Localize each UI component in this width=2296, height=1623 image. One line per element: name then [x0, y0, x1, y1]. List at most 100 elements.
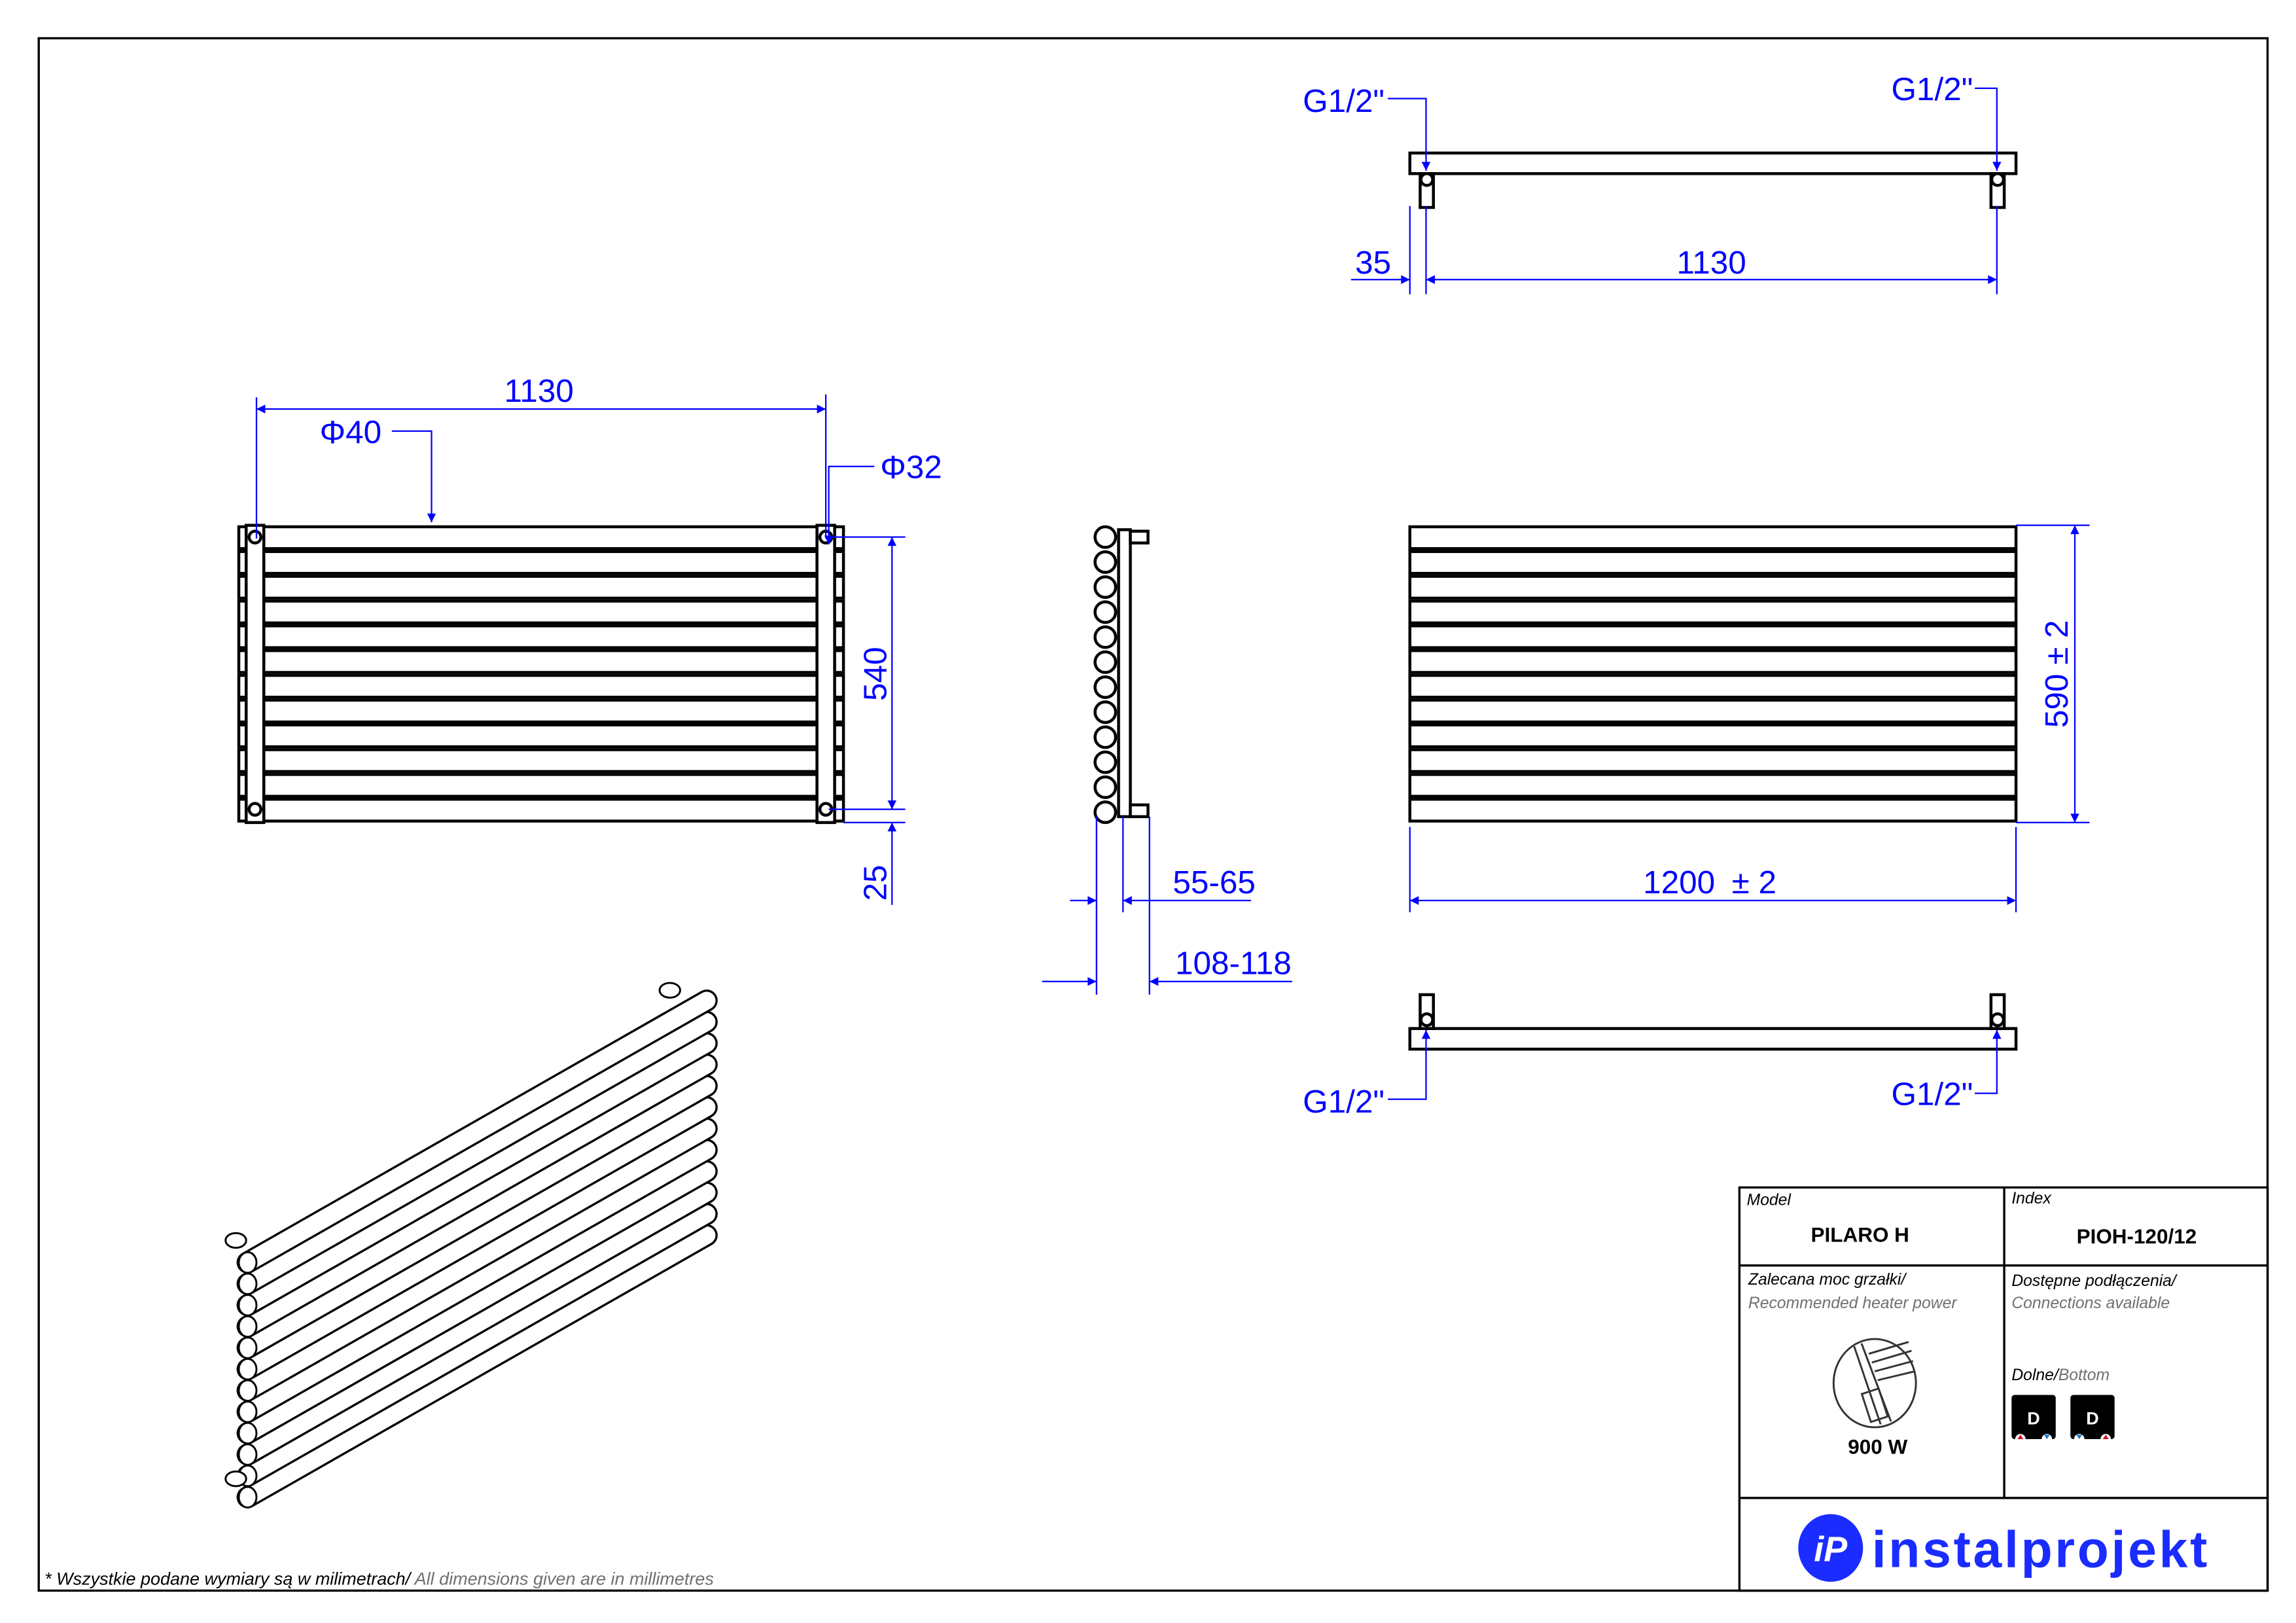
tube	[1408, 698, 2018, 724]
tube-section	[1093, 675, 1118, 699]
tube-body	[238, 1183, 716, 1464]
dim-collector-diameter: Φ32	[880, 450, 942, 486]
top-view: G1/2" G1/2" 35 1130	[1303, 71, 2018, 294]
dim-tube-diameter: Φ40	[320, 414, 381, 450]
isometric-view	[224, 982, 718, 1508]
side-view-dimensions: 55-65 108-118	[1042, 816, 1292, 995]
tube-body	[238, 1141, 716, 1421]
brand-logo: iP instalprojekt	[1798, 1514, 2207, 1582]
bottom-label-pl: Dolne/	[2011, 1366, 2060, 1384]
tube	[237, 723, 845, 749]
heater-power: 900 W	[1848, 1435, 1907, 1458]
tube	[237, 525, 845, 550]
index-label: Index	[2011, 1190, 2052, 1207]
tube	[1408, 550, 2018, 575]
model-label: Model	[1747, 1191, 1792, 1209]
tube	[237, 599, 845, 625]
tube-end	[238, 1251, 258, 1274]
tube-end	[238, 1400, 258, 1423]
tube-body	[238, 1120, 716, 1400]
model-value: PILARO H	[1811, 1224, 1909, 1247]
tube-end	[238, 1421, 258, 1445]
title-block: Model PILARO H Index PIOH-120/12 Zalecan…	[1738, 1186, 2269, 1592]
tube-body	[238, 1162, 716, 1442]
tube	[1408, 575, 2018, 600]
mounting-point	[247, 529, 262, 544]
heater-icon	[1832, 1338, 1917, 1429]
top-connection-left: G1/2"	[1303, 83, 1385, 119]
wall-bracket	[1129, 529, 1150, 544]
tube	[1408, 525, 2018, 550]
tube-body	[238, 1098, 716, 1378]
tube	[237, 798, 845, 823]
heater-label-pl: Zalecana moc grzałki/	[1748, 1271, 1907, 1289]
tube-section	[1093, 700, 1118, 724]
tube-section	[1093, 650, 1118, 674]
dim-connection-spacing: 1130	[1676, 245, 1746, 281]
connection-badge-bottom-2: D	[2070, 1395, 2115, 1444]
collector	[1117, 528, 1132, 819]
rear-view	[1408, 525, 2018, 823]
tube-end	[238, 1315, 258, 1338]
tube	[1408, 599, 2018, 625]
tube-body	[238, 1077, 716, 1357]
tube	[237, 575, 845, 600]
tube	[237, 773, 845, 798]
tube-section	[1093, 800, 1118, 825]
tube	[1408, 798, 2018, 823]
dim-spacing-540: 540	[857, 647, 893, 702]
tube-section	[1093, 725, 1118, 749]
dim-offset-25: 25	[857, 865, 893, 901]
footnote-en: All dimensions given are in millimetres	[410, 1569, 714, 1589]
tube-section	[1093, 525, 1118, 549]
bottom-connection-left: G1/2"	[1303, 1084, 1385, 1120]
bottom-label-en: Bottom	[2058, 1366, 2110, 1384]
tube-end	[238, 1272, 258, 1295]
connections-label-pl: Dostępne podłączenia/	[2011, 1272, 2178, 1290]
connection-valve	[224, 1470, 247, 1488]
dim-depth: 108-118	[1175, 945, 1292, 981]
front-view-dimensions: 1130 Φ40 Φ32 540 25	[255, 373, 942, 905]
collector-left	[244, 524, 266, 825]
svg-text:Dolne/Bottom: Dolne/Bottom	[2011, 1366, 2110, 1384]
svg-text:D: D	[2027, 1408, 2040, 1428]
tube	[237, 673, 845, 699]
tube-end	[238, 1443, 258, 1466]
tube-section	[1093, 600, 1118, 624]
tube	[237, 550, 845, 575]
front-view	[237, 524, 845, 825]
tube-body	[238, 1056, 716, 1336]
svg-text:instalprojekt: instalprojekt	[1872, 1521, 2208, 1578]
dim-width-1130: 1130	[504, 373, 573, 409]
tube	[237, 649, 845, 674]
sheet-border	[37, 37, 2269, 1592]
svg-text:D: D	[2086, 1408, 2098, 1428]
tube-end	[238, 1357, 258, 1381]
tube	[1408, 748, 2018, 774]
dim-width-1200: 1200	[1643, 865, 1715, 901]
tube	[237, 748, 845, 774]
bottom-view: G1/2" G1/2"	[1303, 993, 2018, 1120]
tube-section	[1093, 625, 1118, 649]
dim-wall-distance: 55-65	[1173, 865, 1255, 901]
tube-section	[1093, 775, 1118, 799]
tube	[1408, 723, 2018, 749]
connection-valve	[224, 1232, 247, 1249]
tube-body	[238, 1013, 716, 1293]
connection-badge-bottom-1: D	[2011, 1395, 2056, 1444]
tube-body	[238, 1034, 716, 1314]
mounting-point	[247, 802, 262, 817]
tube	[1408, 624, 2018, 649]
index-value: PIOH-120/12	[2077, 1225, 2197, 1248]
dim-offset-35: 35	[1355, 245, 1391, 281]
tube-section	[1093, 575, 1118, 599]
side-view	[1093, 525, 1150, 825]
collector-right	[815, 524, 836, 825]
tube-body	[238, 991, 716, 1272]
heater-label-en: Recommended heater power	[1748, 1294, 1958, 1312]
tube	[237, 698, 845, 724]
dim-height-590: 590 ± 2	[2039, 620, 2075, 728]
rear-view-dimensions: 590 ± 2 1200 ± 2	[1409, 524, 2090, 913]
